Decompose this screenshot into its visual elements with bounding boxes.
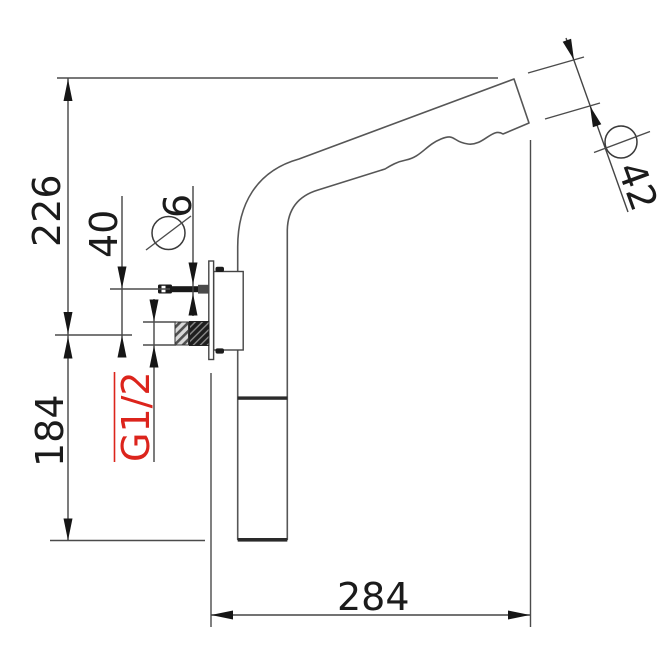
arrowhead-oblique-icon xyxy=(590,106,602,128)
arrowhead-up-icon xyxy=(117,335,127,358)
dim-screw-diameter-label: 6 xyxy=(156,194,200,218)
valve-body-clip-bottom xyxy=(215,348,224,354)
fixture-outline xyxy=(158,78,530,542)
arrowhead-up-icon xyxy=(63,79,73,101)
valve-body-clip-top xyxy=(215,266,224,272)
reference-tick-spout-top xyxy=(527,56,585,74)
arrowhead-down-icon xyxy=(63,312,73,334)
dimension-total-height: 226 184 xyxy=(25,77,498,542)
inlet-thread-inner xyxy=(189,321,210,346)
dim-reach-label: 284 xyxy=(337,575,410,619)
inlet-thread-outer xyxy=(174,321,189,346)
diameter-icon xyxy=(593,125,651,159)
pipe-joint-line xyxy=(237,396,288,400)
reference-tick-spout-bottom xyxy=(544,102,601,120)
dimension-screw-offset: 40 xyxy=(82,196,170,358)
dimension-reach: 284 xyxy=(210,140,532,627)
arrowhead-down-icon xyxy=(149,299,159,322)
arrowhead-up-icon xyxy=(188,293,198,316)
valve-body xyxy=(212,270,244,351)
thread-callout: G1/2 xyxy=(113,299,176,462)
dim-total-height-label: 226 xyxy=(25,174,69,247)
spout-body-outline xyxy=(236,78,530,541)
dim-screw-offset-label: 40 xyxy=(82,210,126,258)
dim-lower-height-label: 184 xyxy=(28,394,72,467)
diameter-icon xyxy=(145,215,192,251)
arrowhead-right-icon xyxy=(508,610,530,620)
dim-spout-diameter-label: 42 xyxy=(609,156,667,216)
arrowhead-left-icon xyxy=(211,610,233,620)
arrowhead-down-icon xyxy=(63,518,73,541)
screw-tip xyxy=(198,284,209,294)
dimension-spout-diameter: 42 xyxy=(527,37,667,217)
wall-plate xyxy=(208,260,215,361)
arrowhead-up-icon xyxy=(149,345,159,368)
arrowhead-down-icon xyxy=(188,262,198,285)
dimension-screw-diameter: 6 xyxy=(145,186,200,316)
screw-shaft xyxy=(172,286,198,293)
threaded-inlet xyxy=(174,321,210,346)
thread-label: G1/2 xyxy=(114,371,158,462)
arrowhead-down-icon xyxy=(117,266,127,289)
arrowhead-oblique-icon xyxy=(562,38,574,60)
arrowhead-up-icon xyxy=(63,336,73,359)
pipe-bottom-edge xyxy=(237,538,288,542)
